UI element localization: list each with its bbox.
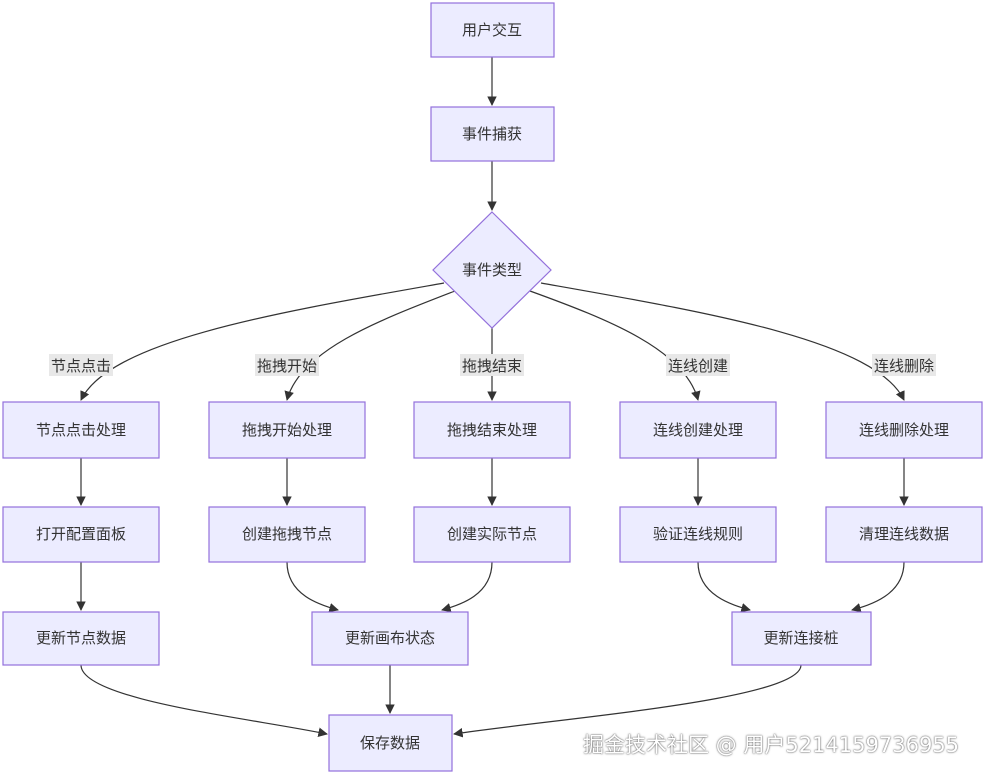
node-update-node-data-label: 更新节点数据 [36, 629, 126, 647]
edge-label-drag-end-text: 拖拽结束 [462, 357, 522, 375]
node-event-capture[interactable]: 事件捕获 [430, 106, 555, 162]
edge-type-to-drag-start [284, 290, 456, 401]
edge-label-link-delete: 连线删除 [872, 354, 936, 376]
node-open-config-panel-label: 打开配置面板 [36, 525, 126, 543]
node-link-delete-handle[interactable]: 连线删除处理 [825, 401, 983, 459]
node-drag-start-handle[interactable]: 拖拽开始处理 [208, 401, 366, 459]
node-create-actual-node-label: 创建实际节点 [447, 525, 537, 543]
edge-type-to-link-create [529, 290, 701, 401]
watermark: 掘金技术社区 @ 用户5214159736955 [583, 733, 960, 757]
edge-create-drag-to-canvas [286, 561, 339, 613]
edge-type-to-link-delete [540, 282, 905, 401]
edge-label-node-click: 节点点击 [49, 354, 113, 376]
edge-label-link-create: 连线创建 [666, 354, 730, 376]
node-update-connector-label: 更新连接桩 [763, 629, 838, 647]
node-node-click-handle[interactable]: 节点点击处理 [2, 401, 160, 459]
node-drag-start-handle-label: 拖拽开始处理 [242, 421, 332, 439]
edge-label-drag-end: 拖拽结束 [460, 354, 524, 376]
edge-validate-to-connector [697, 561, 751, 613]
node-link-create-handle-label: 连线创建处理 [653, 421, 743, 439]
node-update-connector[interactable]: 更新连接桩 [731, 611, 872, 666]
node-drag-end-handle-label: 拖拽结束处理 [447, 421, 537, 439]
edges [76, 57, 909, 738]
edge-label-link-delete-text: 连线删除 [874, 357, 934, 375]
node-validate-link-rules-label: 验证连线规则 [653, 525, 743, 543]
edge-create-actual-to-canvas [441, 561, 493, 613]
node-open-config-panel[interactable]: 打开配置面板 [2, 506, 160, 563]
node-update-node-data[interactable]: 更新节点数据 [2, 611, 160, 666]
edge-label-node-click-text: 节点点击 [51, 357, 111, 375]
node-link-delete-handle-label: 连线删除处理 [859, 421, 949, 439]
node-event-type-decision[interactable]: 事件类型 [432, 211, 552, 329]
edge-connector-to-save [453, 664, 802, 738]
node-link-create-handle[interactable]: 连线创建处理 [619, 401, 777, 459]
edge-type-to-node-click [80, 282, 445, 401]
edge-labels: 节点点击 拖拽开始 拖拽结束 连线创建 连线删除 [49, 354, 936, 376]
node-user-interaction-label: 用户交互 [462, 21, 522, 39]
node-clear-link-data[interactable]: 清理连线数据 [825, 506, 983, 563]
node-create-drag-node-label: 创建拖拽节点 [242, 525, 332, 543]
edge-label-link-create-text: 连线创建 [668, 357, 728, 375]
node-node-click-handle-label: 节点点击处理 [36, 421, 126, 439]
edge-update-node-to-save [80, 664, 328, 737]
edge-label-drag-start: 拖拽开始 [255, 354, 319, 376]
node-clear-link-data-label: 清理连线数据 [859, 525, 949, 543]
edge-clear-to-connector [851, 561, 905, 613]
node-event-capture-label: 事件捕获 [462, 125, 522, 143]
node-update-canvas-state[interactable]: 更新画布状态 [311, 611, 469, 666]
node-user-interaction[interactable]: 用户交互 [430, 2, 555, 58]
node-update-canvas-state-label: 更新画布状态 [345, 629, 435, 647]
node-validate-link-rules[interactable]: 验证连线规则 [619, 506, 777, 563]
node-create-actual-node[interactable]: 创建实际节点 [413, 506, 571, 563]
node-create-drag-node[interactable]: 创建拖拽节点 [208, 506, 366, 563]
node-save-data-label: 保存数据 [360, 734, 420, 752]
node-event-type-label: 事件类型 [462, 261, 522, 279]
node-save-data[interactable]: 保存数据 [328, 714, 453, 772]
node-drag-end-handle[interactable]: 拖拽结束处理 [413, 401, 571, 459]
edge-label-drag-start-text: 拖拽开始 [257, 357, 317, 375]
